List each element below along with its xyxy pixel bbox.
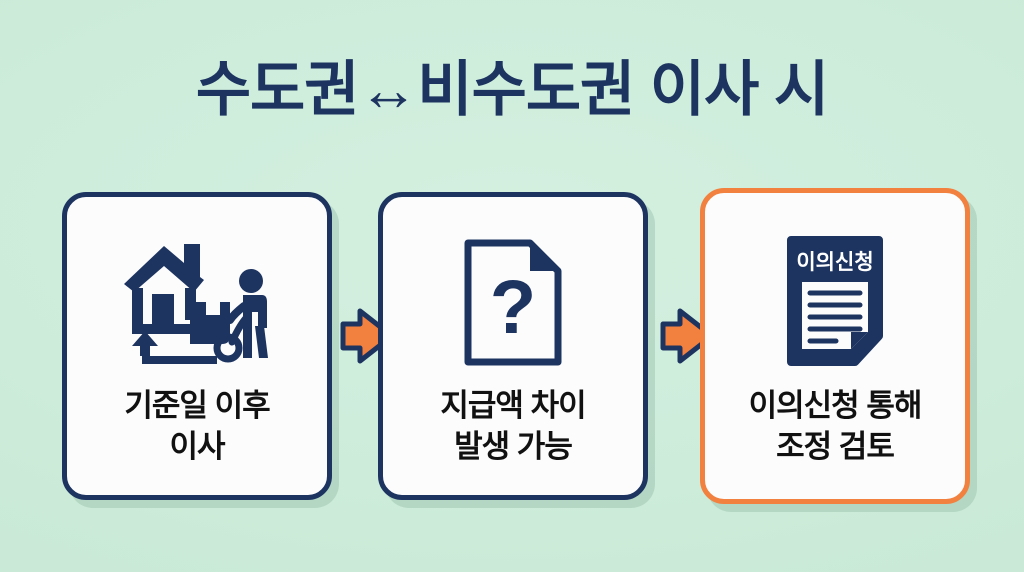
flow-step-card-1: 기준일 이후 이사 — [62, 192, 332, 500]
flow-step-label-1: 기준일 이후 이사 — [124, 388, 270, 464]
right-arrow-icon — [660, 306, 716, 366]
moving-house-icon — [112, 227, 282, 377]
appeal-document-icon-text: 이의신청 — [796, 251, 873, 274]
flow-step-card-3: 이의신청 이의신청 통해 조정 검토 — [700, 188, 970, 504]
appeal-document-icon: 이의신청 — [781, 227, 889, 377]
flow-step-card-2: ? 지급액 차이 발생 가능 — [378, 192, 648, 500]
page-title: 수도권↔비수도권 이사 시 — [195, 56, 829, 123]
question-document-icon: ? — [458, 227, 568, 377]
right-arrow-icon — [340, 306, 396, 366]
flow-step-label-3: 이의신청 통해 조정 검토 — [748, 388, 923, 464]
flow-step-label-2: 지급액 차이 발생 가능 — [440, 388, 586, 464]
svg-text:?: ? — [490, 265, 536, 350]
